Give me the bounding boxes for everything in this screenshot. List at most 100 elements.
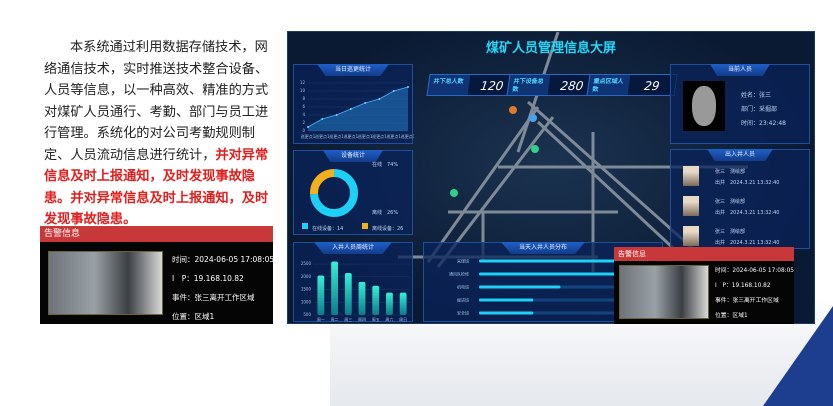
bar: [331, 261, 338, 315]
x-tick: 周五: [372, 316, 380, 322]
device-chart-title: 设备统计: [322, 150, 384, 162]
y-tick: 10: [300, 88, 306, 93]
alarm-time: 时间：2024-06-05 17:08:05: [172, 255, 275, 264]
y-tick: 1000: [301, 299, 312, 304]
worker-avatar: [683, 166, 699, 186]
legend-swatch-offline: [362, 223, 368, 229]
x-tick: 周一: [317, 316, 325, 322]
alarm-title: 告警信息: [614, 247, 794, 261]
alarm-location: 位置：区域1: [715, 313, 748, 319]
worker-avatar: [683, 226, 699, 246]
legend-online: 在线设备：14: [312, 226, 344, 232]
person-name: 姓名：张三: [741, 92, 772, 99]
slice-label-offline: 离线 26%: [372, 210, 399, 216]
alarm-card-overlay: 告警信息 时间：2024-06-05 17:08:05 I P：19.168.1…: [614, 247, 794, 324]
y-tick: 500: [303, 312, 311, 317]
x-tick: 周四: [358, 316, 366, 322]
x-tick: 周六: [385, 316, 393, 322]
intro-normal: 本系统通过利用数据存储技术，网络通信技术，实时推送技术整合设备、人员等信息，以一…: [44, 40, 269, 163]
data-point: [321, 118, 324, 120]
alarm-time: 时间：2024-06-05 17:08:05: [715, 268, 794, 274]
bar: [479, 272, 642, 276]
x-tick: 巡更点1: [358, 133, 373, 139]
shaft-person-item: 张三 测绘部 出井 2024.3.21 13:32:40: [683, 226, 803, 250]
intro-text: 本系统通过利用数据存储技术，网络通信技术，实时推送技术整合设备、人员等信息，以一…: [44, 37, 278, 231]
alarm-photo: [48, 251, 163, 315]
category-label: 掘进班: [457, 297, 469, 303]
worker-name: 张三 测绘部: [715, 229, 746, 235]
weekly-chart: 500 1000 1500 2000 2500 周一周二周三周四周五周六周日: [301, 261, 410, 322]
worker-record: 出井 2024.3.21 13:32:40: [715, 180, 780, 186]
worker-record: 出井 2024.3.21 13:32:40: [715, 210, 780, 216]
category-label: 机电班: [457, 284, 469, 290]
area-fill: [308, 87, 408, 131]
alarm-ip: I P：19.168.10.82: [172, 274, 244, 283]
distribution-title: 当天入井人员分布: [500, 242, 586, 254]
legend-swatch-online: [302, 223, 308, 229]
device-chart-panel: 设备统计 在线 74% 离线 26% 在线设备：14 离线设备：26: [293, 150, 413, 235]
x-tick: 巡更点1: [301, 133, 316, 139]
y-tick: 6: [302, 104, 305, 109]
x-tick: 巡更点1: [372, 133, 387, 139]
x-tick: 巡更点1: [401, 133, 414, 139]
bar: [386, 292, 393, 315]
shaft-person-item: 张三 测绘部 出井 2024.3.21 13:32:40: [683, 196, 803, 220]
device-chart: [302, 169, 368, 229]
bar: [479, 311, 534, 315]
bar-track: [479, 285, 660, 289]
x-tick: 周二: [331, 316, 339, 322]
data-point: [307, 126, 309, 128]
x-tick: 周三: [344, 316, 352, 322]
alarm-title: 告警信息: [40, 226, 273, 242]
data-point: [407, 86, 409, 88]
intro-highlight: 并对异常信息及时上报通知，及时发现事故隐患。并对异常信息及时上报通知，及时发现事…: [44, 147, 269, 228]
x-tick: 巡更点1: [329, 133, 344, 139]
shaft-people-panel: 出入井人员 张三 测绘部 出井 2024.3.21 13:32:40 张三 测绘…: [670, 149, 810, 249]
x-tick: 巡更点1: [315, 133, 330, 139]
y-tick: 2000: [301, 274, 312, 279]
bar: [399, 292, 407, 315]
y-tick: 8: [302, 96, 305, 101]
data-point: [349, 108, 352, 110]
y-tick: 4: [302, 112, 305, 117]
patrol-chart-title: 当日巡更统计: [316, 64, 390, 76]
y-tick: 2: [302, 120, 305, 125]
current-person-panel: 当前人员 姓名：张三 部门：采掘部 时间：23:42:48: [670, 64, 810, 144]
shaft-person-item: 张三 测绘部 出井 2024.3.21 13:32:40: [683, 166, 803, 190]
kpi-label: 重点区域人数: [591, 78, 624, 93]
person-time: 时间：23:42:48: [741, 120, 786, 127]
data-point: [392, 90, 395, 92]
alarm-event: 事件：张三离开工作区域: [172, 293, 255, 302]
dashboard-title: 煤矿人员管理信息大屏: [485, 41, 616, 56]
person-dept: 部门：采掘部: [741, 106, 778, 113]
data-point: [378, 98, 381, 100]
weekly-chart-panel: 入井人员周统计 500 1000 1500 2000 2500 周一周二周三周四周五周六周…: [293, 242, 413, 322]
y-tick: 1500: [301, 287, 312, 292]
shaft-people-title: 出入井人员: [706, 149, 774, 161]
alarm-location: 位置：区域1: [172, 312, 215, 321]
x-tick: 周日: [399, 316, 407, 322]
y-tick: 12: [300, 80, 306, 85]
worker-record: 出井 2024.3.21 13:32:40: [715, 240, 780, 246]
bar-track: [479, 311, 660, 315]
data-point: [364, 102, 367, 104]
alarm-event: 事件：张三离开工作区域: [715, 298, 779, 304]
bar: [372, 285, 380, 315]
worker-avatar: [683, 196, 699, 216]
donut-slice-离线: [310, 169, 358, 217]
category-label: 采煤班: [457, 258, 469, 264]
alarm-card: 告警信息 时间：2024-06-05 17:08:05 I P：19.168.1…: [40, 226, 275, 324]
category-label: 通风队检修: [449, 271, 469, 277]
y-tick: 2500: [301, 261, 312, 266]
series-line: [307, 86, 409, 128]
weekly-chart-title: 入井人员周统计: [313, 242, 393, 254]
data-point: [335, 114, 338, 116]
y-tick: 0: [302, 128, 305, 133]
alarm-ip: I P：19.168.10.82: [715, 283, 771, 289]
